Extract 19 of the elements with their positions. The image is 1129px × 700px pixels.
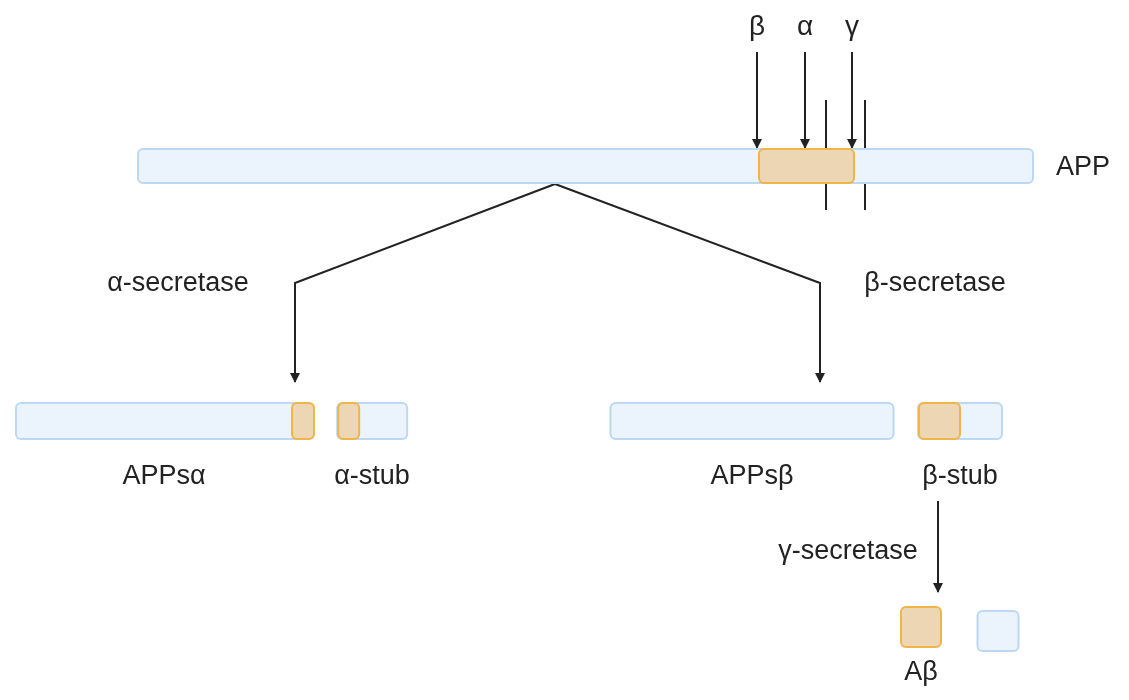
cleavage-site-label: α [796, 9, 814, 43]
cleavage-site-label: γ [845, 9, 859, 43]
protein-label: α-stub [334, 462, 410, 489]
cleavage-region [758, 148, 855, 184]
arrow [933, 500, 943, 593]
cleavage-region [337, 402, 360, 440]
cleavage-region [291, 402, 315, 440]
cleavage-site-label: β [748, 9, 766, 43]
arrow [847, 51, 857, 149]
arrow [752, 51, 762, 149]
arrow [290, 183, 556, 383]
protein-label: β-stub [922, 462, 998, 489]
protein-label: APP [1056, 152, 1111, 180]
protein-label: Aβ [904, 658, 938, 685]
protein-label: APPsβ [710, 462, 794, 489]
cleavage-region [918, 402, 961, 440]
protein-label: APPsα [122, 462, 206, 489]
arrow [800, 51, 810, 149]
arrow [554, 183, 825, 383]
